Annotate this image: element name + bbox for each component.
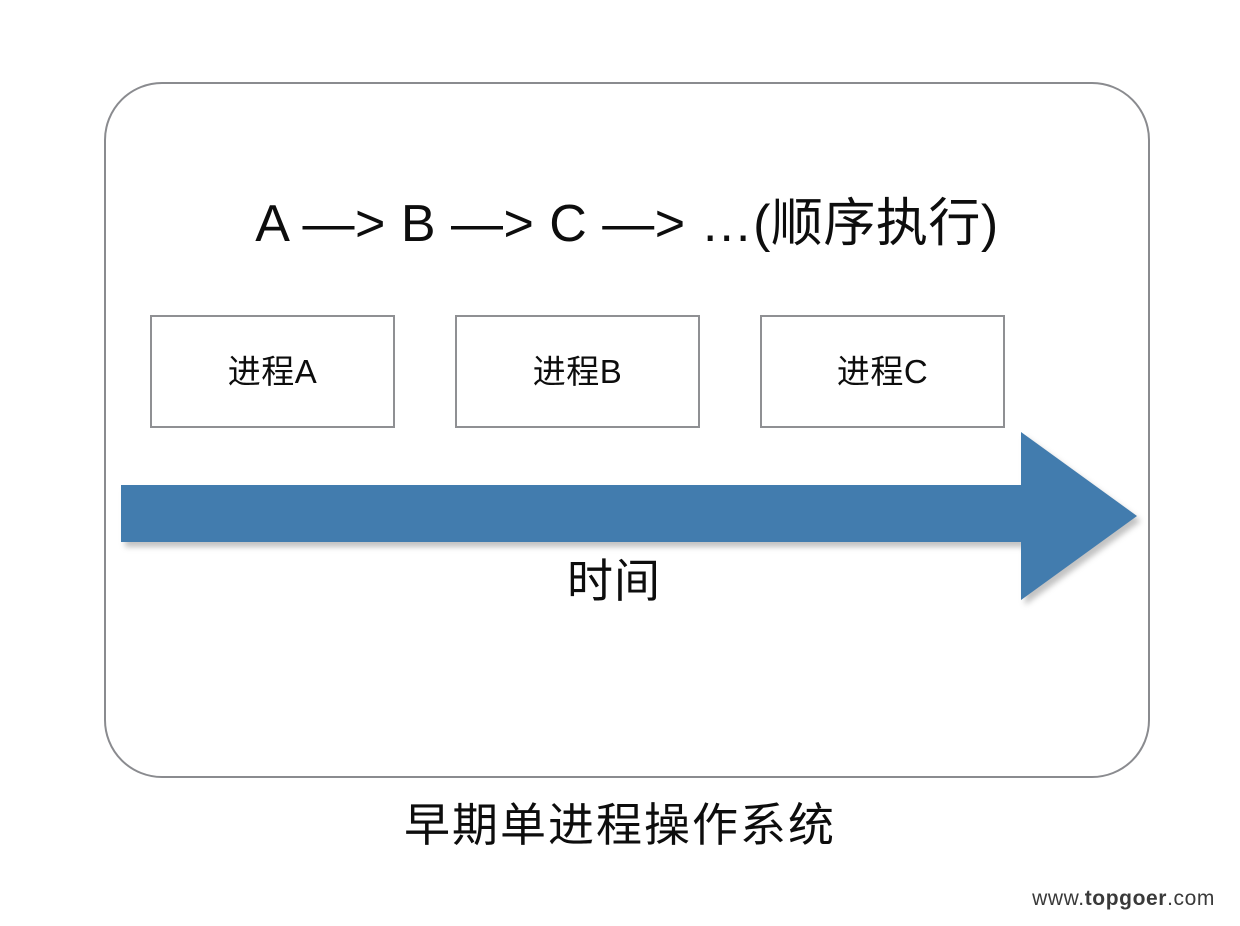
right-arrow-icon — [121, 432, 1137, 600]
watermark-brand: topgoer — [1084, 886, 1168, 910]
time-axis-label: 时间 — [567, 555, 661, 607]
time-arrow — [121, 432, 1137, 600]
figure-caption: 早期单进程操作系统 — [404, 799, 836, 851]
watermark: www.topgoer.com — [1032, 887, 1215, 910]
sequence-header-text: A —> B —> C —> …(顺序执行) — [255, 195, 999, 253]
process-box-row: 进程A 进程B 进程C — [150, 315, 1108, 428]
process-box-a-label: 进程A — [227, 353, 318, 390]
process-box-b: 进程B — [455, 315, 700, 428]
diagram-card: A —> B —> C —> …(顺序执行) 进程A 进程B 进程C 时间 — [104, 82, 1150, 778]
process-box-a: 进程A — [150, 315, 395, 428]
watermark-suffix: .com — [1167, 886, 1215, 910]
process-box-c: 进程C — [760, 315, 1005, 428]
process-box-c-label: 进程C — [836, 353, 929, 390]
watermark-prefix: www. — [1032, 886, 1085, 910]
process-box-b-label: 进程B — [532, 353, 623, 390]
